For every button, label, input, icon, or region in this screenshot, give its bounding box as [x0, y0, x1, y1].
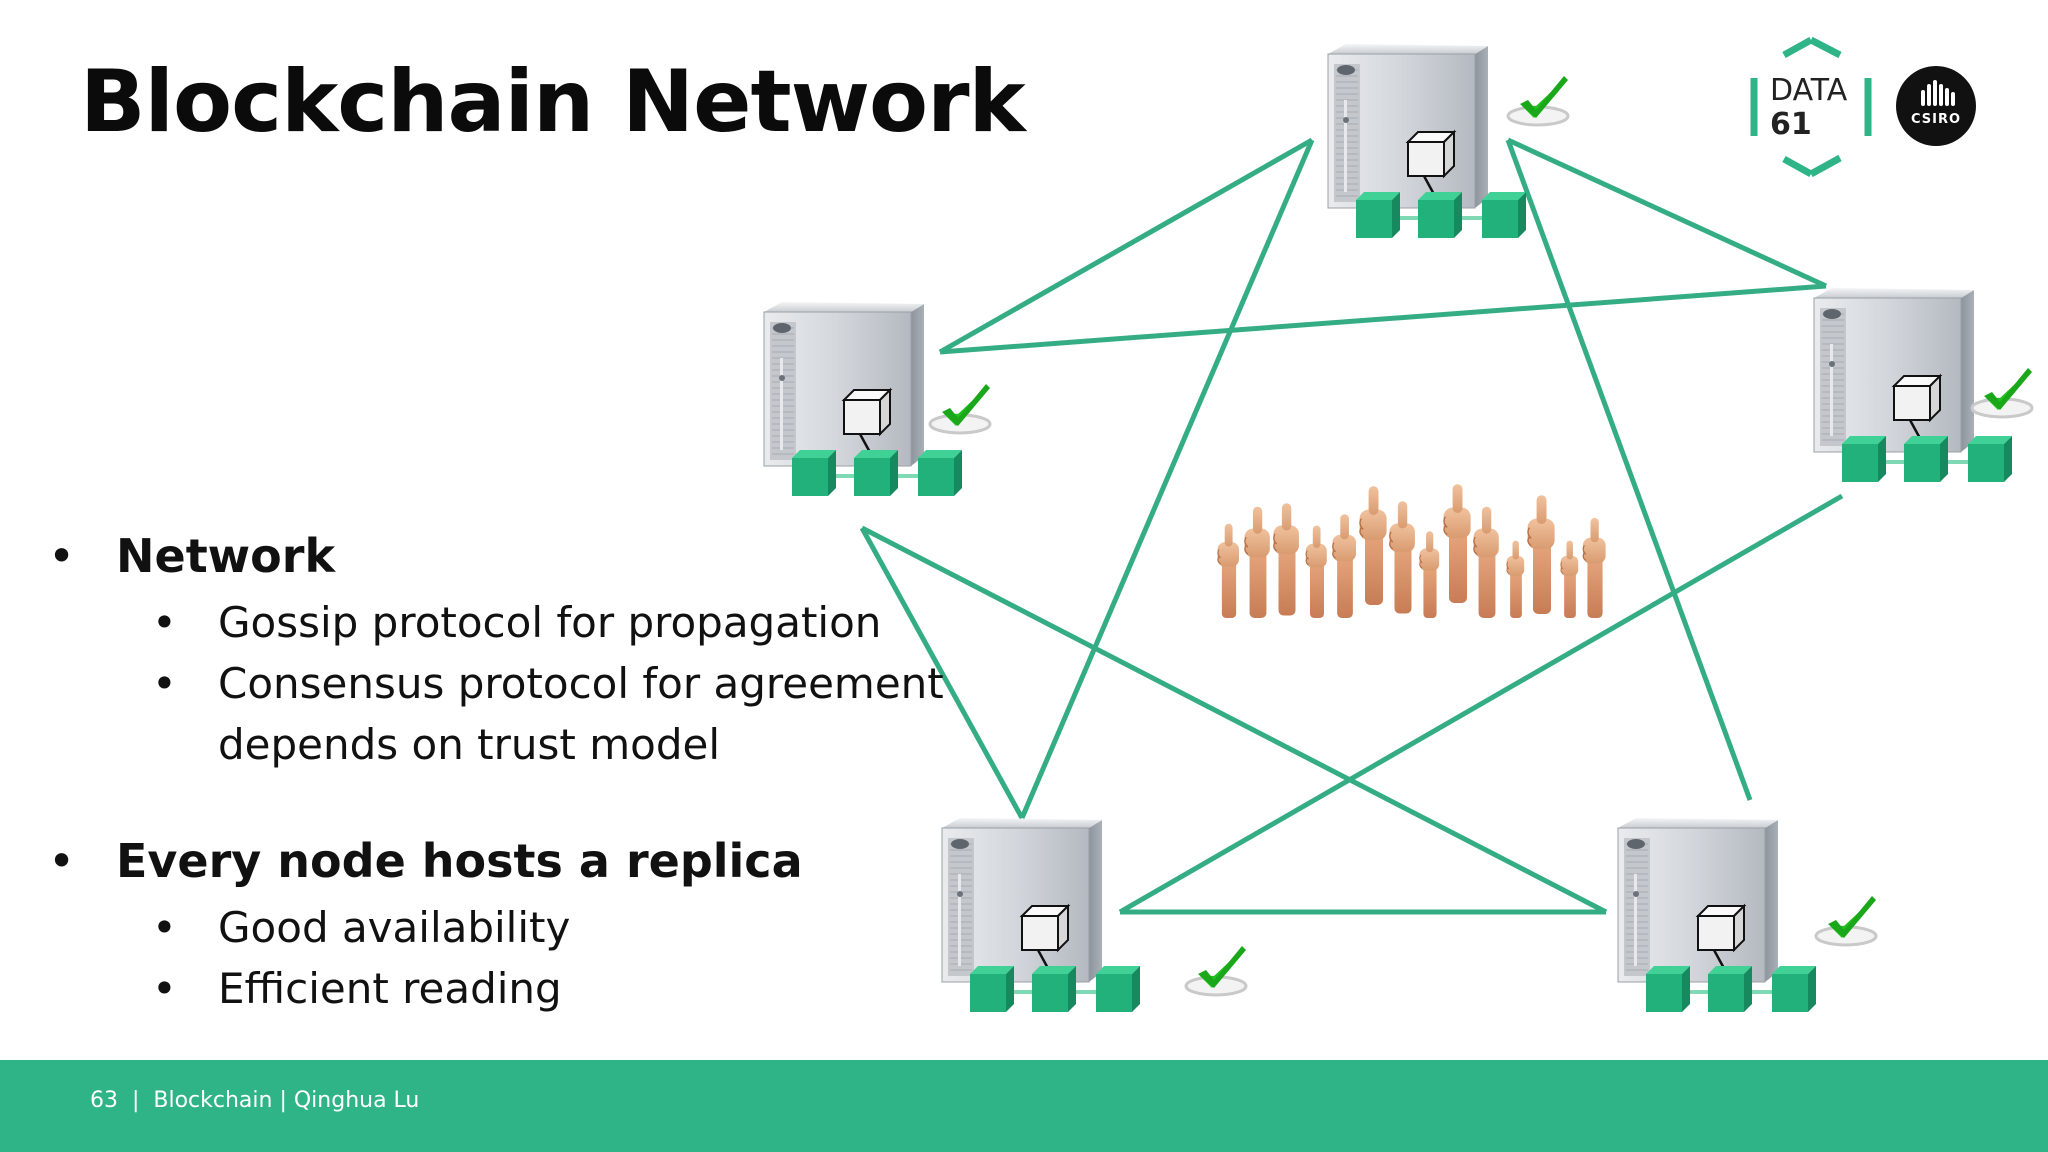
spacer	[48, 775, 948, 825]
server-right	[1812, 286, 2014, 484]
connection-lines	[859, 137, 1844, 915]
server-left	[762, 300, 964, 498]
checkmark-icon	[1184, 944, 1248, 997]
sub-bullet-text: Consensus protocol for agreement	[218, 659, 944, 708]
server-bottom-left	[940, 816, 1142, 1014]
page-title: Blockchain Network	[80, 52, 1026, 152]
csiro-logo: CSIRO	[1896, 66, 1976, 146]
bullet-replica: Every node hosts a replica	[48, 825, 948, 897]
checkmark-icon	[928, 382, 992, 435]
data61-logo-line1: DATA	[1770, 73, 1848, 108]
footer-bar: 63 | Blockchain | Qinghua Lu	[0, 1060, 2048, 1152]
sub-bullet-availability: Good availability	[48, 897, 948, 958]
sub-bullet-text: Gossip protocol for propagation	[218, 598, 882, 647]
checkmark-icon	[1814, 894, 1878, 947]
bullet-network: Network	[48, 520, 948, 592]
sub-bullet-consensus: Consensus protocol for agreement depends…	[48, 653, 948, 775]
server-bottom-right	[1616, 816, 1818, 1014]
sub-bullet-text-continued: depends on trust model	[218, 720, 721, 769]
footer-text: 63 | Blockchain | Qinghua Lu	[90, 1088, 420, 1113]
checkmark-icon	[1506, 74, 1570, 127]
bullet-list: Network Gossip protocol for propagation …	[48, 520, 948, 1019]
data61-logo-line2: 61	[1770, 107, 1812, 142]
server-top	[1326, 42, 1528, 240]
csiro-logo-text: CSIRO	[1910, 112, 1962, 127]
sub-bullet-text: Efficient reading	[218, 964, 562, 1013]
sub-bullet-reading: Efficient reading	[48, 958, 948, 1019]
checkmark-icon	[1970, 366, 2034, 419]
sub-bullet-gossip: Gossip protocol for propagation	[48, 592, 948, 653]
sub-bullet-text: Good availability	[218, 903, 571, 952]
data61-logo: DATA 61	[1750, 36, 1872, 178]
thumbs-up-hands	[1216, 483, 1607, 618]
